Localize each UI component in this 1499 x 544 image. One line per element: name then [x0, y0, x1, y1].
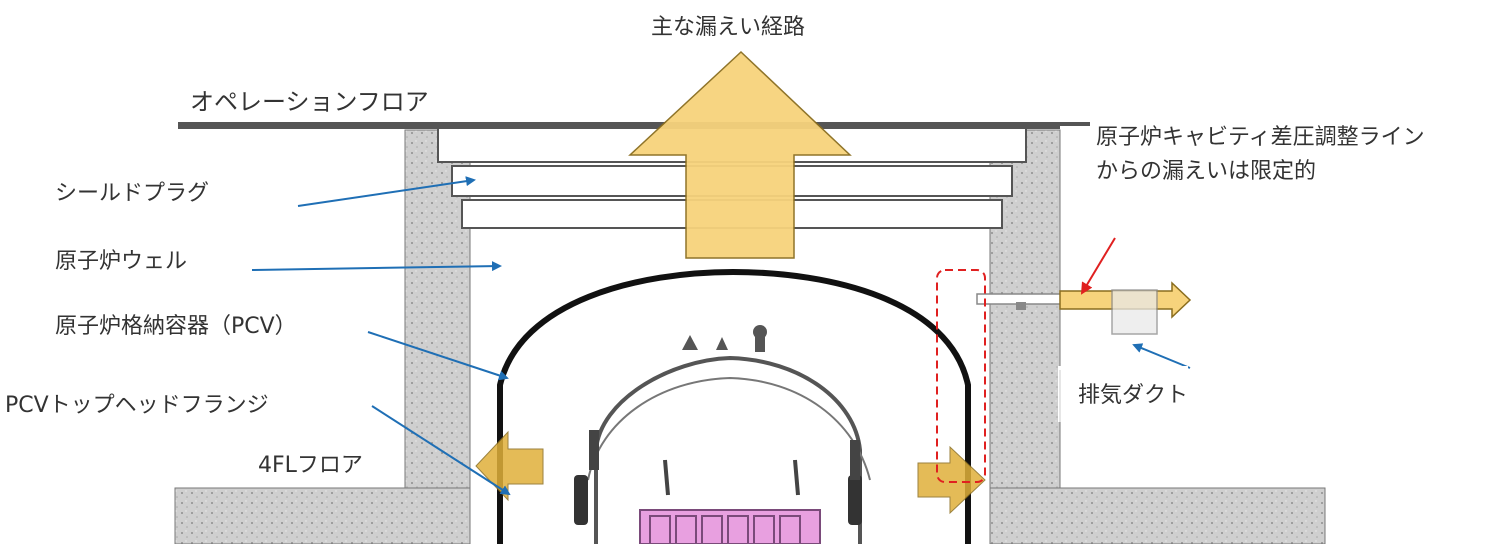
building-structure — [174, 122, 1326, 544]
main-leak-arrow — [628, 50, 852, 259]
shield-plug-label: シールドプラグ — [55, 181, 209, 206]
pcv-flange-label: PCVトップヘッドフランジ — [5, 393, 269, 418]
cavity-line-highlight — [936, 269, 986, 483]
exhaust-duct-label: 排気ダクト — [1078, 383, 1188, 408]
exhaust-duct-pointer — [1132, 343, 1191, 369]
reactor-vessel — [574, 325, 871, 544]
operation-floor-label: オペレーションフロア — [190, 88, 429, 116]
flange-leak-arrow-right — [917, 445, 986, 515]
flange-leak-arrow-left — [475, 430, 544, 502]
pcv-dome — [497, 268, 971, 544]
floor-4fl-label: 4FLフロア — [258, 453, 363, 478]
reactor-well-label: 原子炉ウェル — [55, 249, 187, 274]
cavity-pressure-line — [976, 281, 1192, 335]
pcv-label: 原子炉格納容器（PCV） — [55, 314, 297, 339]
reactor-well-pointer — [251, 261, 502, 272]
shield-plug-pointer — [297, 176, 476, 207]
pointer-arrows — [251, 176, 1191, 496]
cavity-line-pointer — [1080, 237, 1116, 295]
cavity-line-label-2: からの漏えいは限定的 — [1096, 159, 1316, 184]
flange-pointer — [371, 405, 511, 496]
main-leak-path-label: 主な漏えい経路 — [651, 15, 805, 40]
cavity-line-label-1: 原子炉キャビティ差圧調整ライン — [1096, 125, 1425, 150]
pcv-pointer — [367, 331, 509, 381]
